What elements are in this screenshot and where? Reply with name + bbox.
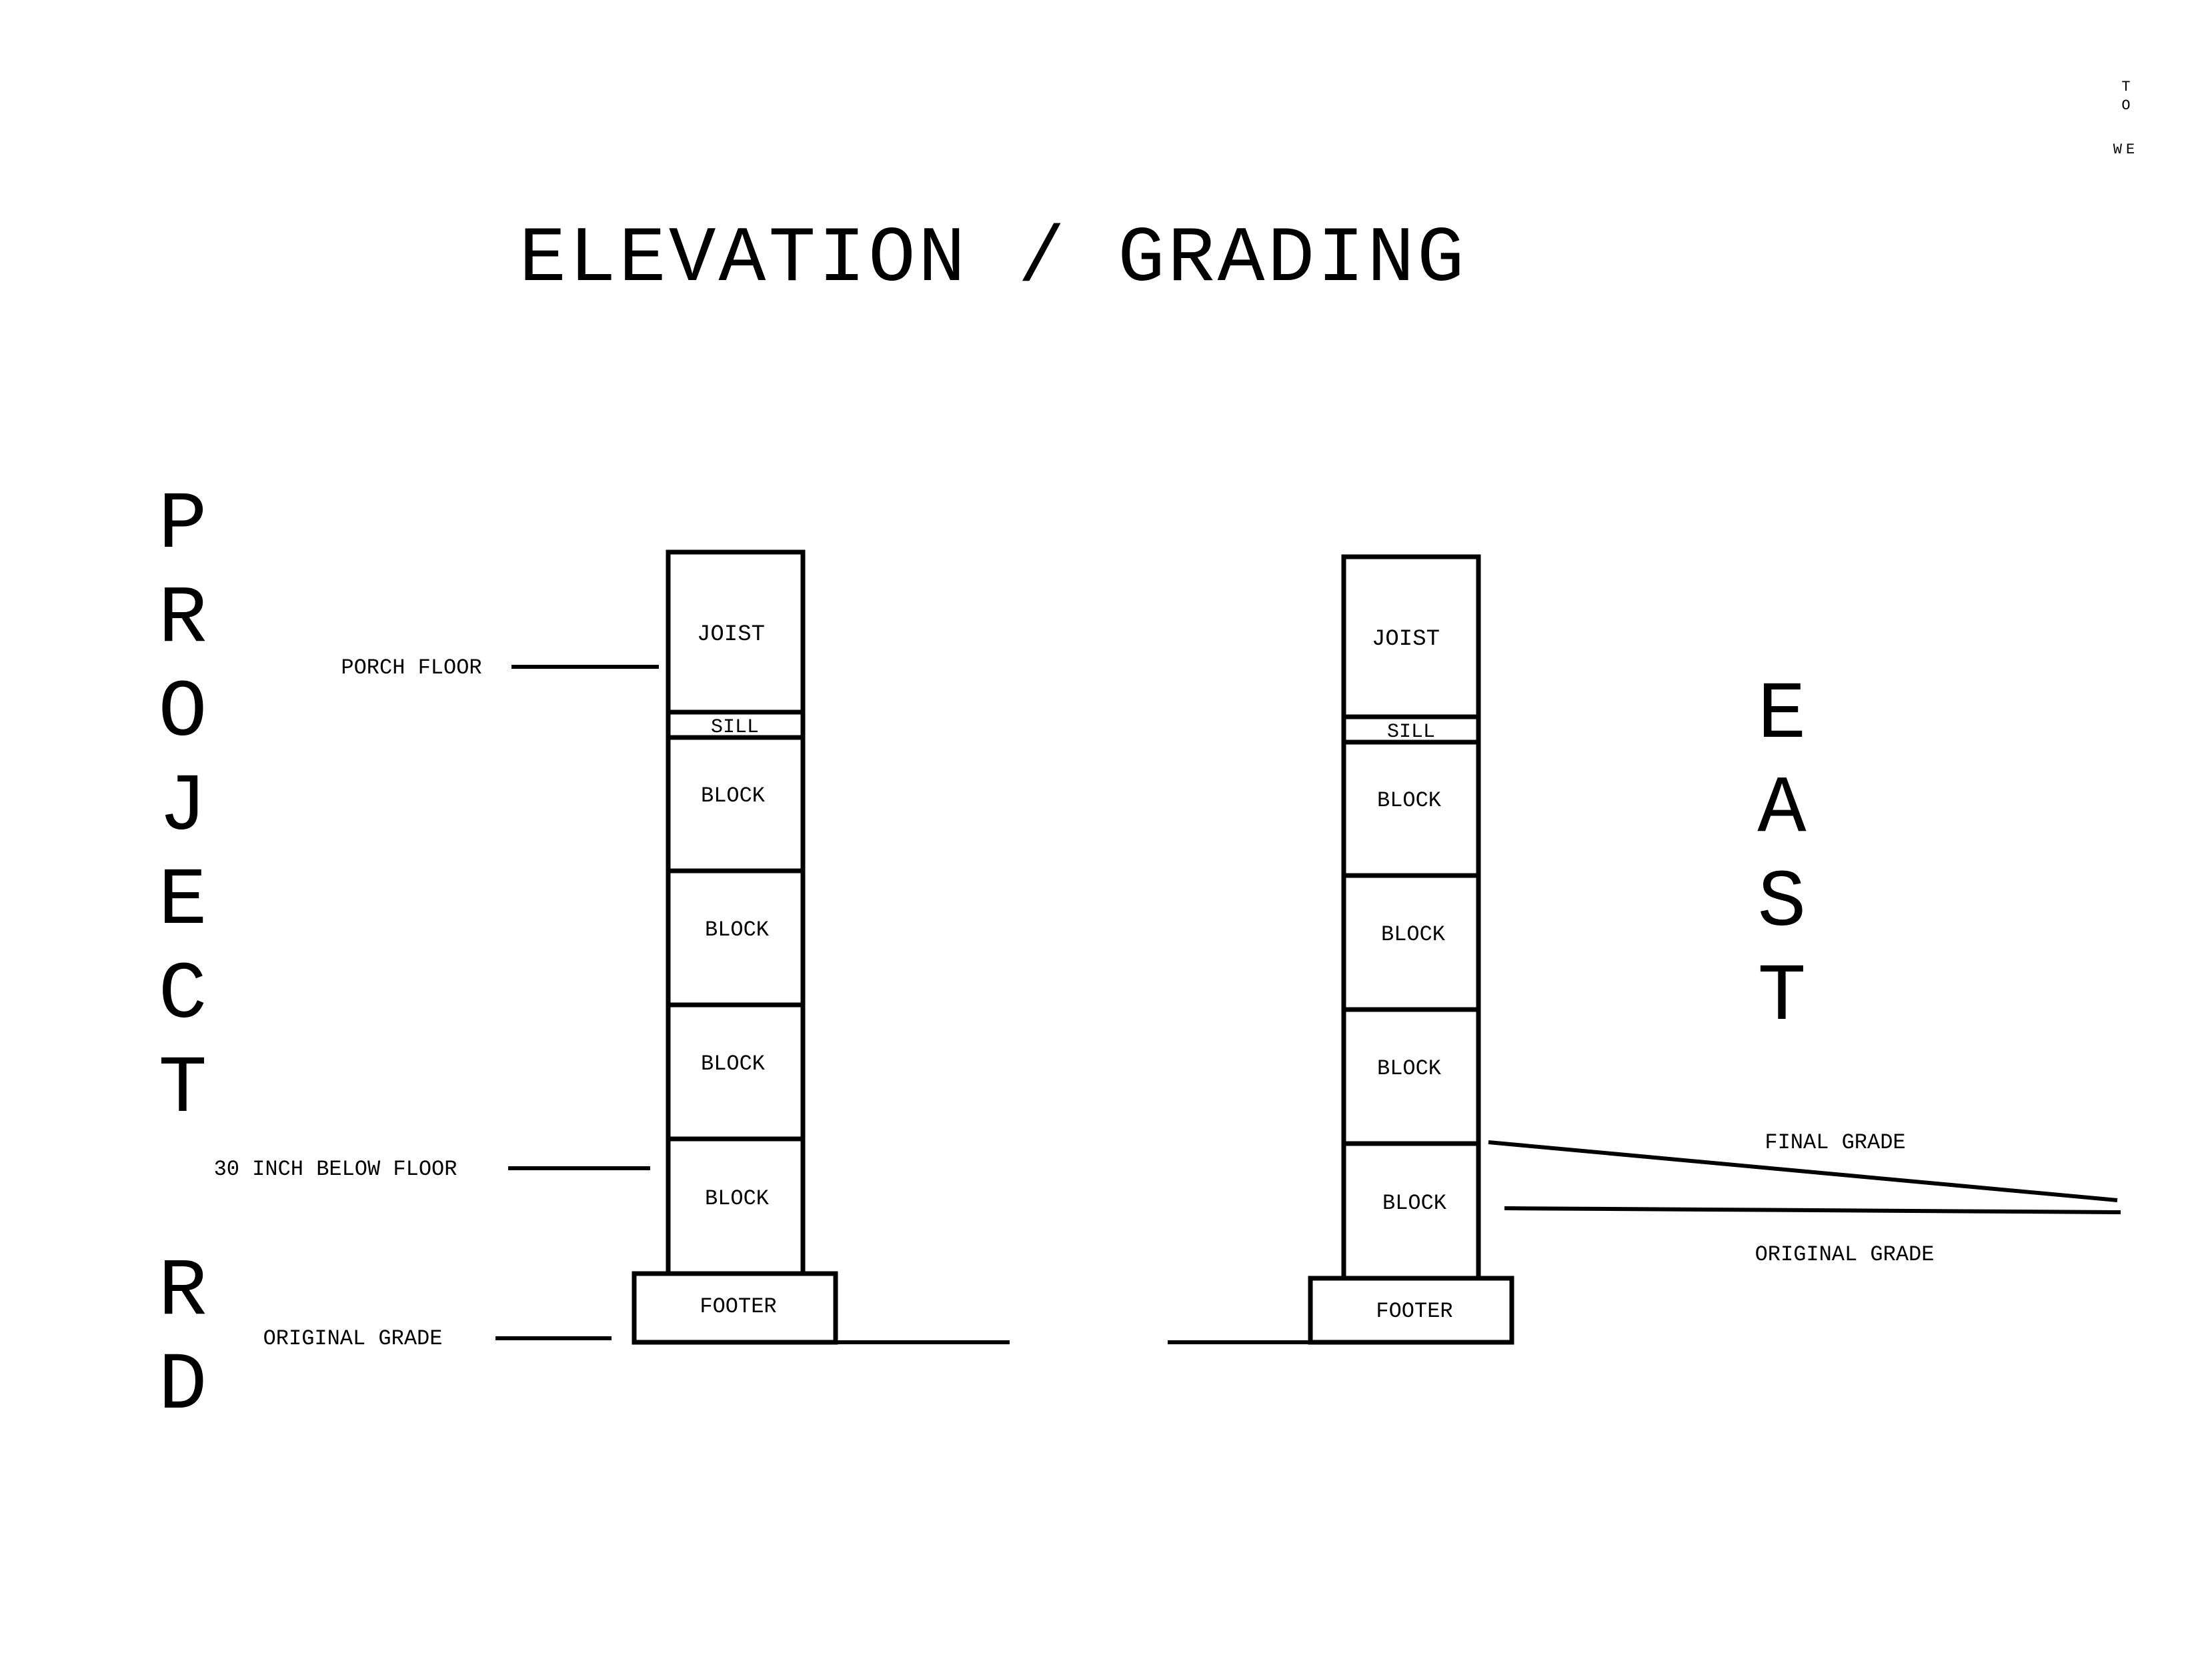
joist-label: JOIST [697, 622, 765, 647]
block-label: BLOCK [1381, 922, 1446, 947]
block-label: BLOCK [705, 918, 770, 942]
block-label: BLOCK [1377, 788, 1442, 813]
left-wall-section: JOIST SILL BLOCK BLOCK BLOCK BLOCK FOOTE… [214, 549, 1010, 1351]
corner-note: T O WE [2113, 79, 2139, 158]
footer-label: FOOTER [700, 1294, 776, 1319]
block-label: BLOCK [701, 1052, 766, 1076]
drawing-title: ELEVATION / GRADING [519, 215, 1466, 304]
corner-note-line: T [2121, 79, 2130, 95]
sill-label: SILL [711, 716, 759, 739]
corner-note-line: WE [2113, 141, 2139, 158]
original-grade-line [1504, 1206, 2121, 1214]
original-grade-label: ORIGINAL GRADE [263, 1326, 443, 1351]
final-grade-line [1488, 1140, 2118, 1202]
joist-label: JOIST [1372, 627, 1440, 652]
block-label: BLOCK [705, 1186, 770, 1211]
block-label: BLOCK [1382, 1191, 1447, 1216]
below-floor-label: 30 INCH BELOW FLOOR [214, 1157, 457, 1182]
sill-label: SILL [1387, 721, 1435, 743]
block-label: BLOCK [1377, 1056, 1442, 1081]
porch-floor-label: PORCH FLOOR [341, 655, 481, 680]
corner-note-line: O [2121, 97, 2130, 114]
original-grade-label: ORIGINAL GRADE [1755, 1242, 1935, 1267]
right-wall-section: JOIST SILL BLOCK BLOCK BLOCK BLOCK FOOTE… [1168, 554, 2121, 1345]
footer-label: FOOTER [1376, 1299, 1452, 1324]
block-label: BLOCK [701, 783, 766, 808]
final-grade-label: FINAL GRADE [1765, 1130, 1905, 1155]
footer-box [1308, 1276, 1514, 1345]
